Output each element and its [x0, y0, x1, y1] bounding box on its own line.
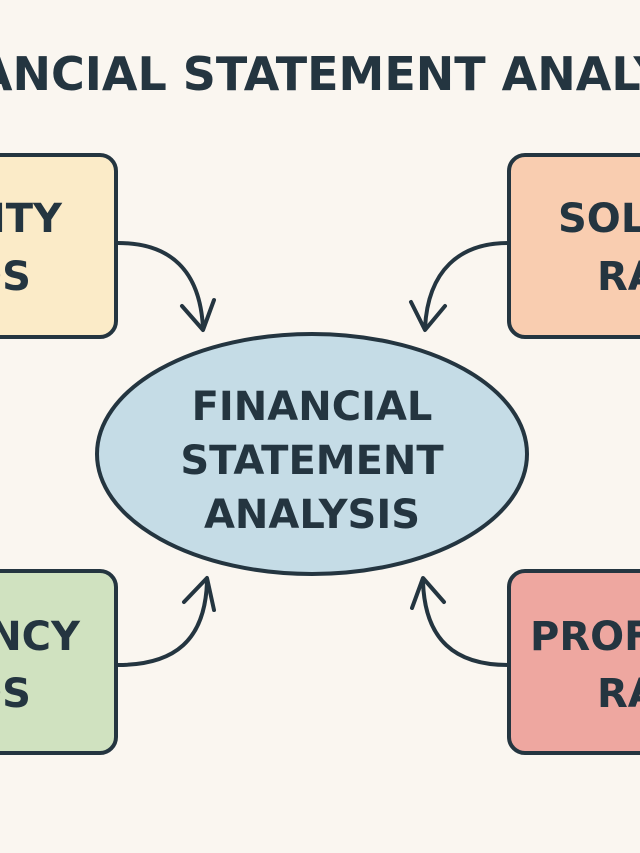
center-label: ANALYSIS — [204, 492, 420, 538]
node-label: RATIOS — [597, 671, 640, 717]
diagram-title: FINANCIAL STATEMENT ANALYSIS — [0, 47, 640, 101]
node-label: RATIOS — [597, 254, 640, 300]
node-profitability-ratios: PROFITABILITY RATIOS — [507, 569, 640, 755]
arrow-efficiency-to-center — [116, 576, 216, 667]
node-label: LIQUIDITY — [0, 196, 63, 242]
center-label: STATEMENT — [180, 438, 444, 484]
node-efficiency-ratios: EFFICIENCY RATIOS — [0, 569, 118, 755]
center-node: FINANCIAL STATEMENT ANALYSIS — [95, 332, 529, 576]
arrow-liquidity-to-center — [116, 241, 216, 332]
node-liquidity-ratios: LIQUIDITY RATIOS — [0, 153, 118, 339]
node-label: RATIOS — [0, 254, 31, 300]
node-label: SOLVENCY — [558, 196, 640, 242]
node-label: EFFICIENCY — [0, 614, 81, 660]
node-solvency-ratios: SOLVENCY RATIOS — [507, 153, 640, 339]
arrow-profitability-to-center — [410, 576, 510, 667]
node-label: RATIOS — [0, 671, 31, 717]
center-label: FINANCIAL — [192, 384, 433, 430]
arrow-solvency-to-center — [409, 241, 510, 332]
node-label: PROFITABILITY — [530, 614, 640, 660]
